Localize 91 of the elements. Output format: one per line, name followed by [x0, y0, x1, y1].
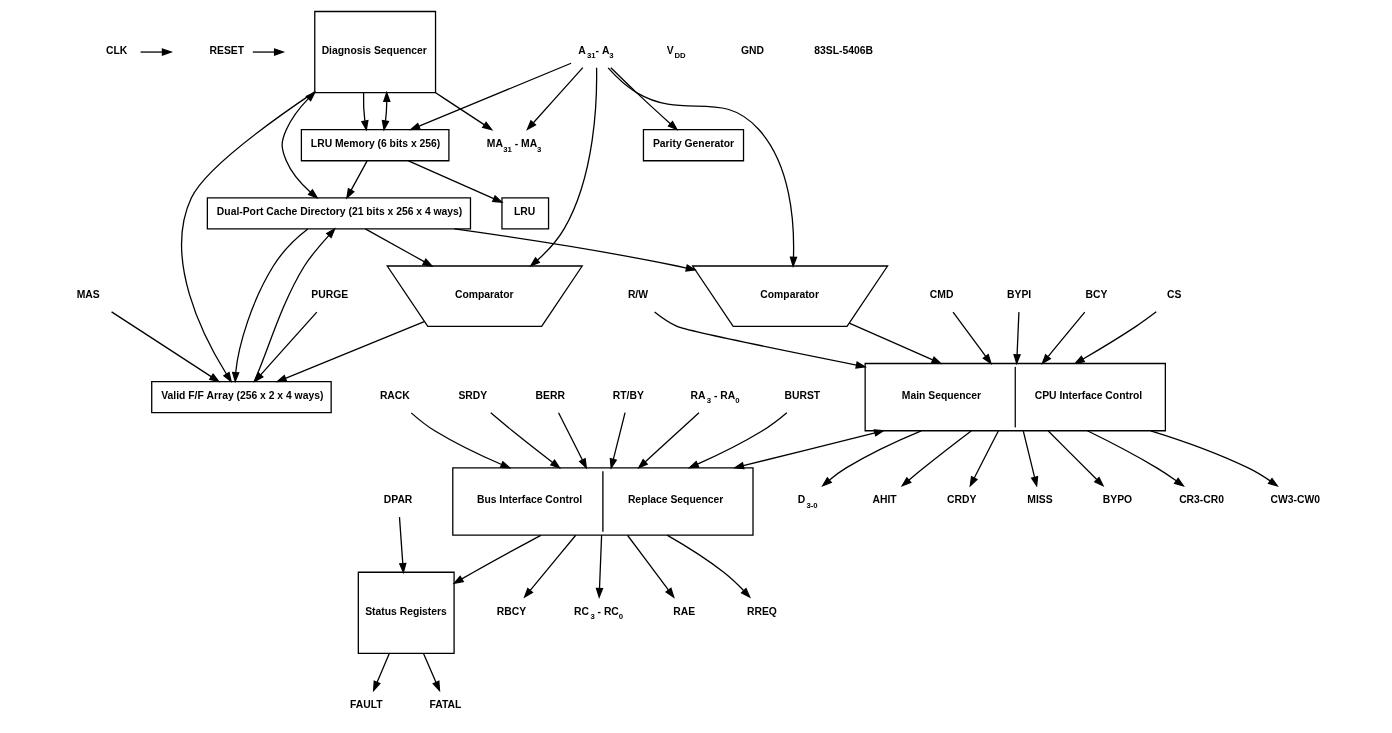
- arrow: [364, 228, 434, 267]
- node-text: D$_{3-0}$: [797, 494, 818, 510]
- arrow: [626, 534, 675, 599]
- node-box: LRU: [500, 197, 549, 230]
- arrow: [452, 534, 541, 585]
- node-box: Parity Generator: [642, 129, 744, 162]
- node-text: RAE: [672, 605, 695, 617]
- arrow: [408, 62, 572, 131]
- arrow: [489, 412, 561, 469]
- label: 83SL-5406B: [813, 44, 873, 56]
- node-text: RT/BY: [612, 389, 644, 401]
- node-text: RBCY: [496, 605, 526, 617]
- arrow: [848, 322, 943, 365]
- arrow: [1047, 430, 1104, 488]
- arrow: [607, 67, 797, 268]
- node-text: CRDY: [946, 494, 976, 506]
- node-text: A$_{31}$- A$_{3}$: [577, 44, 614, 61]
- node-text: PURGE: [310, 289, 348, 300]
- arrow: [360, 92, 369, 132]
- node-text: CLK: [105, 44, 127, 56]
- node-text: BCY: [1085, 289, 1107, 300]
- arrow: [180, 91, 315, 384]
- node-text: R/W: [627, 289, 648, 300]
- node-text: BERR: [535, 389, 565, 401]
- arrow: [732, 429, 885, 470]
- arrow: [968, 430, 999, 488]
- node-text: MA$_{31}$ - MA$_{3}$: [486, 138, 541, 154]
- node-text: RREQ: [746, 605, 777, 617]
- node-box: Valid F/F Array (256 x 2 x 4 ways): [150, 380, 332, 414]
- arrow: [900, 430, 972, 488]
- arrow: [665, 534, 751, 599]
- arrow: [231, 228, 308, 384]
- arrow: [687, 412, 787, 469]
- arrow: [528, 67, 597, 267]
- arrow: [609, 412, 626, 470]
- node-text: BYPO: [1102, 494, 1132, 506]
- arrow: [381, 90, 391, 132]
- node-text: CR3-CR0: [1178, 494, 1224, 506]
- node-text: BYPI: [1006, 289, 1031, 300]
- node-text: CS: [1166, 289, 1181, 300]
- node-text: DPAR: [383, 494, 412, 506]
- arrow: [595, 534, 603, 599]
- arrow: [653, 311, 867, 369]
- node-box: Main Sequencer CPU Interface Control: [864, 362, 1166, 432]
- node-box: LRU Memory (6 bits x 256): [300, 129, 450, 162]
- node-text: MISS: [1026, 494, 1053, 506]
- arrow: [1012, 311, 1021, 366]
- node-text: RA$_{3}$ - RA$_{0}$: [689, 389, 740, 406]
- arrow: [1022, 430, 1038, 488]
- label: V$_{DD}$: [666, 44, 686, 61]
- label: GND: [740, 44, 764, 56]
- node-text: FATAL: [429, 698, 461, 710]
- arrow: [820, 430, 922, 487]
- arrow: [281, 91, 319, 199]
- arrow: [522, 534, 576, 599]
- node-text: CW3-CW0: [1270, 494, 1320, 506]
- arrow: [275, 321, 425, 383]
- node-text: FAULT: [349, 698, 383, 710]
- arrow: [525, 66, 583, 131]
- arrow: [372, 652, 390, 693]
- arrow: [557, 412, 587, 470]
- arrow: [110, 311, 220, 383]
- arrow: [410, 412, 511, 469]
- node-text: MAS: [76, 289, 100, 300]
- arrow: [398, 516, 407, 575]
- arrow: [251, 48, 285, 56]
- arrow: [1086, 430, 1185, 488]
- node-text: AHIT: [871, 494, 897, 506]
- arrow: [636, 412, 700, 470]
- node-box: Status Registers: [357, 571, 455, 654]
- arrow: [1149, 430, 1279, 488]
- node-box: Diagnosis Sequencer: [313, 10, 436, 94]
- node-text: SRDY: [457, 389, 487, 401]
- arrow: [1073, 311, 1157, 365]
- arrow: [453, 228, 697, 272]
- arrow: [1040, 311, 1085, 365]
- node-text: RACK: [379, 389, 410, 401]
- arrow: [139, 48, 173, 56]
- node-text: RESET: [209, 44, 244, 56]
- node-text: BURST: [783, 389, 820, 401]
- arrow: [951, 311, 992, 365]
- arrow: [422, 652, 440, 693]
- arrow: [253, 227, 336, 382]
- arrow: [345, 160, 368, 200]
- arrow: [407, 160, 504, 203]
- node-text: RC$_{3}$ - RC$_{0}$: [573, 605, 623, 622]
- node-text: CMD: [929, 289, 953, 300]
- node-box: Dual-Port Cache Directory (21 bits x 256 x 4 ways): [206, 197, 471, 230]
- arrow: [252, 311, 317, 383]
- arrow: [434, 92, 493, 131]
- arrow: [609, 67, 678, 131]
